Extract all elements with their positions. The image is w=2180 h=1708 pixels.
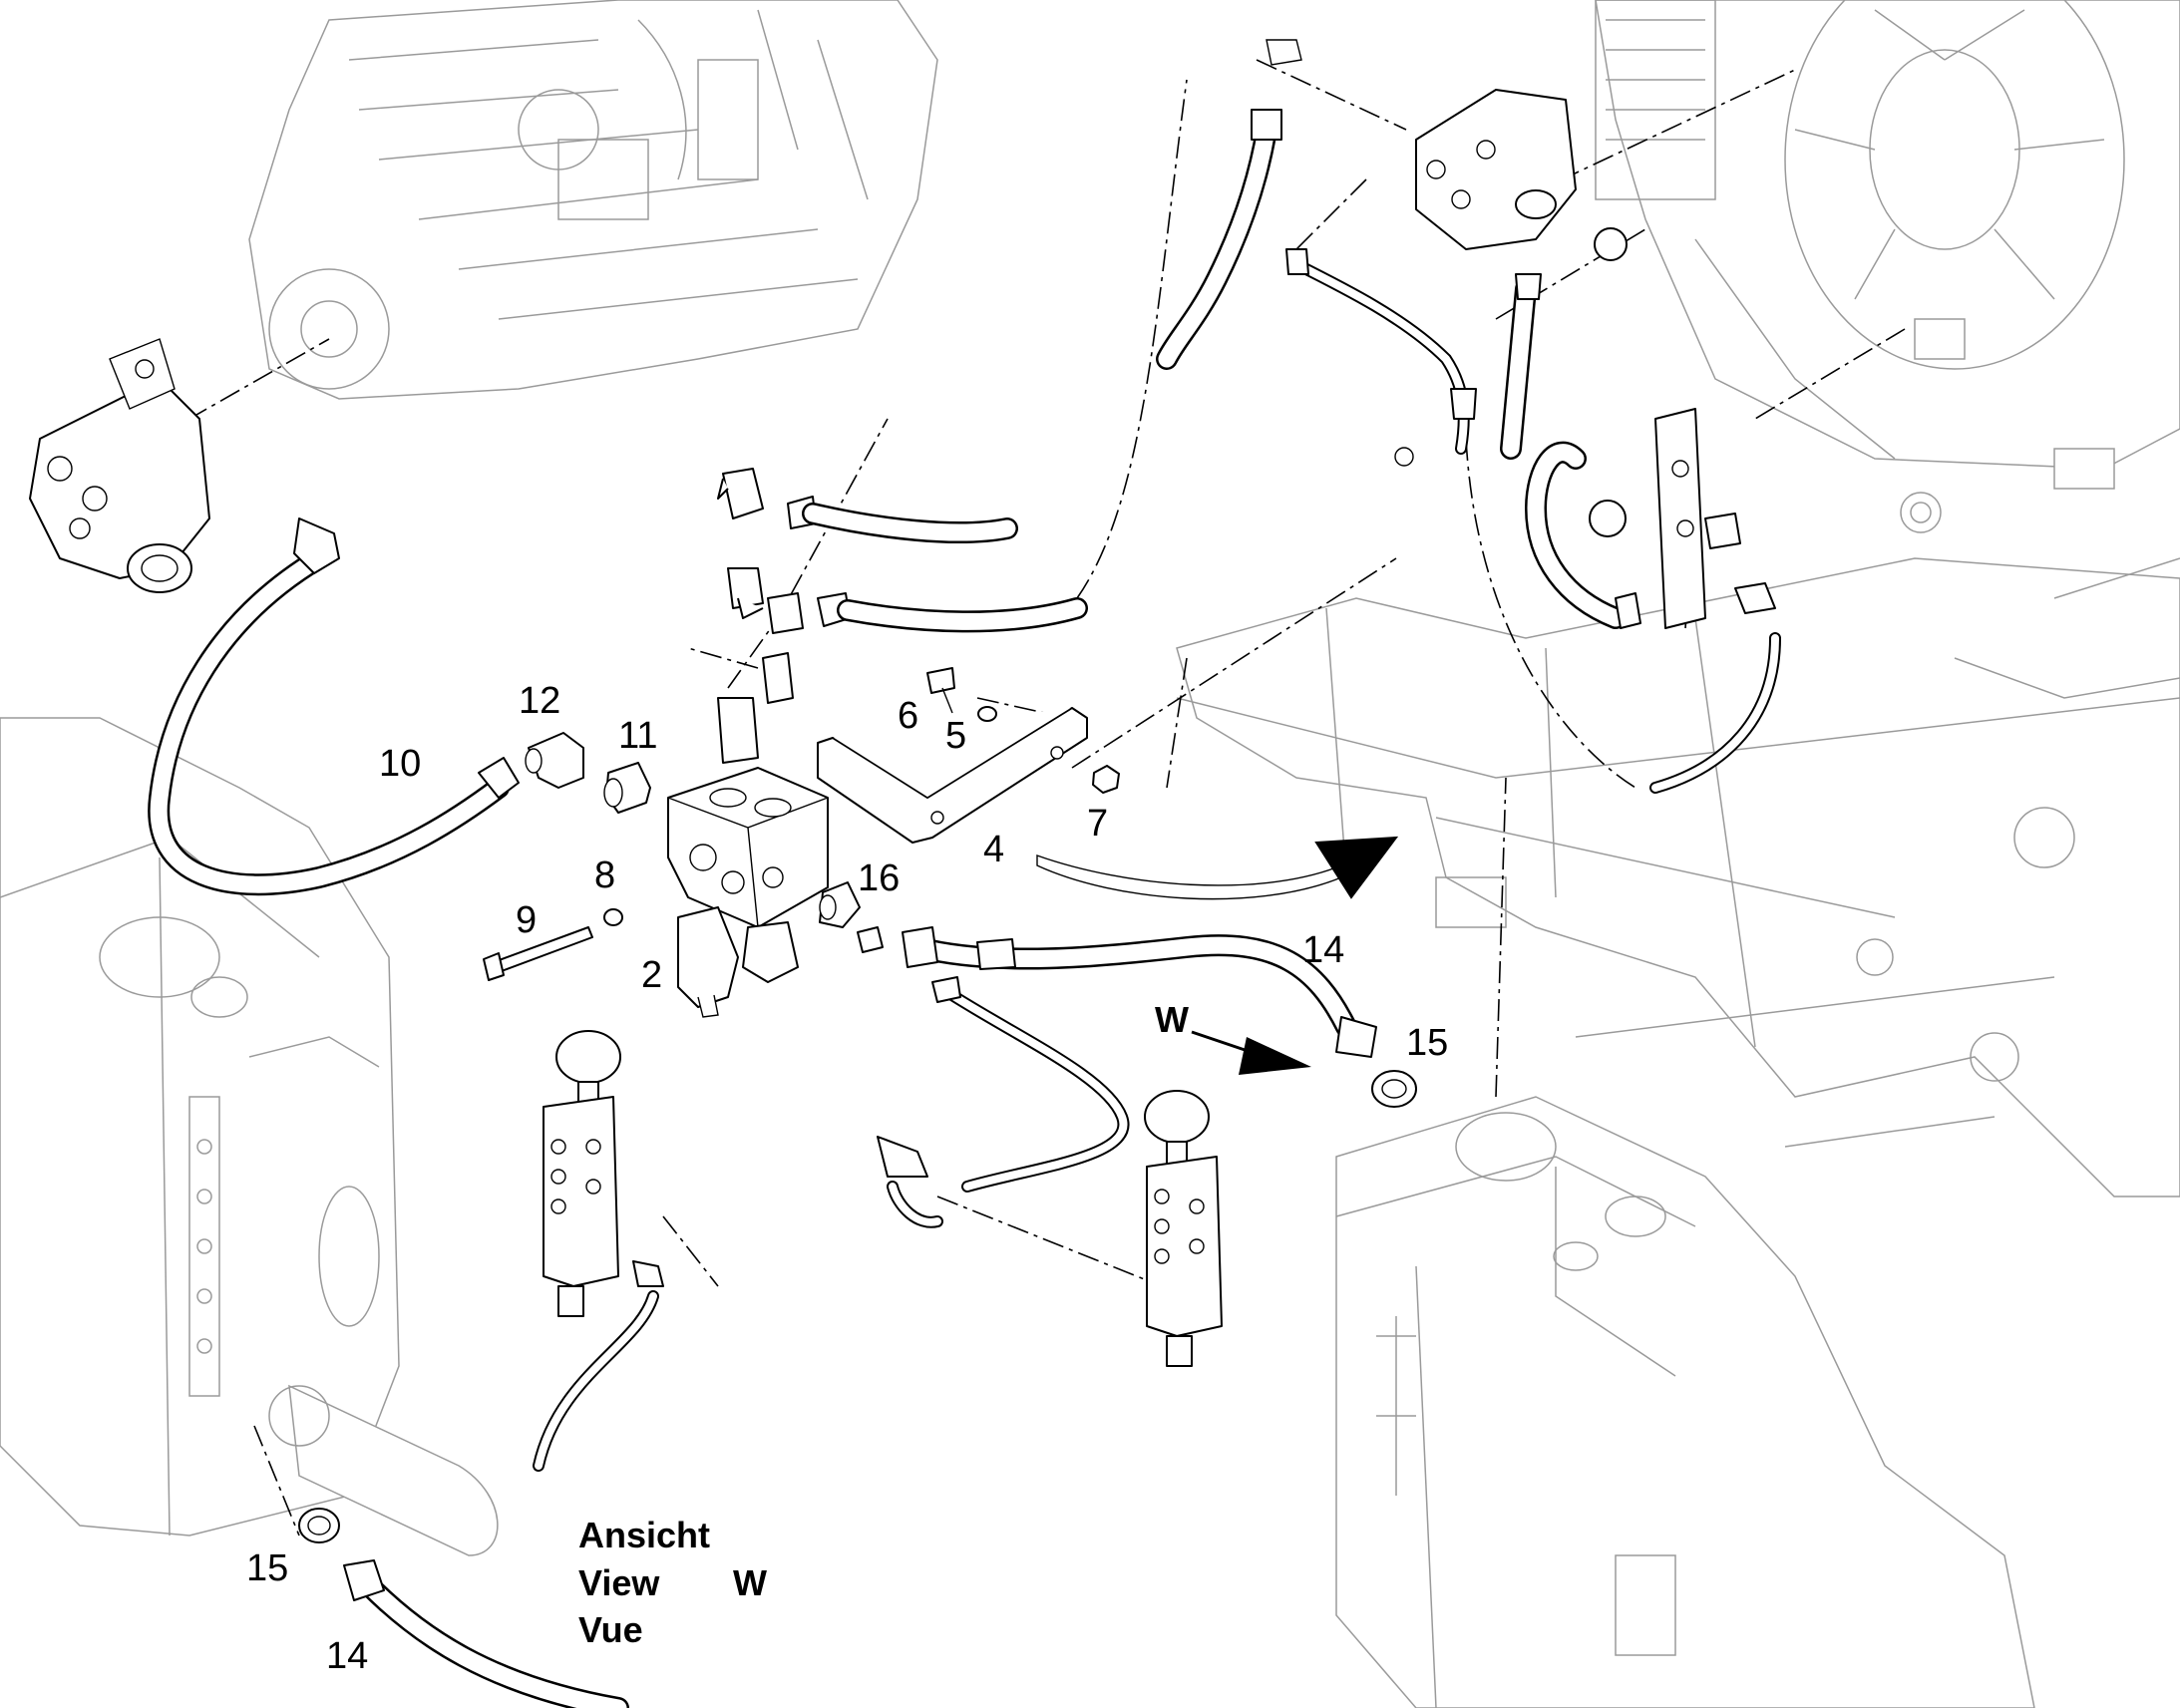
upper-fittings	[717, 468, 851, 764]
bolt-9	[483, 926, 593, 981]
hose-10	[148, 517, 520, 896]
callout-4: 4	[983, 829, 1004, 870]
view-legend: Ansicht View Vue W	[578, 1515, 767, 1650]
hose-14-lower	[343, 1559, 629, 1708]
cooler-fan-assembly	[1595, 0, 2180, 533]
elbow-fitting-12	[525, 732, 584, 789]
bolt-6	[926, 667, 955, 714]
nut-7	[1092, 765, 1120, 794]
callout-8: 8	[594, 854, 615, 896]
view-legend-line-de: Ansicht	[578, 1515, 710, 1555]
auxiliary-tank	[1335, 1096, 2035, 1708]
washer-5	[977, 706, 997, 722]
distribution-valve	[1525, 408, 1781, 794]
flow-arrow	[1036, 836, 1399, 900]
chassis-frame	[1176, 557, 2180, 1197]
gear-pump-left	[29, 338, 210, 593]
washer-8	[603, 908, 623, 926]
hydraulic-tank	[0, 717, 499, 1556]
adapter-15-right	[1371, 1070, 1417, 1108]
hose-14-upper	[902, 926, 1377, 1058]
adapter-15-left	[298, 1508, 340, 1543]
engine-assembly	[248, 0, 938, 400]
callout-15-right: 15	[1406, 1022, 1448, 1064]
adapter-fitting-11	[603, 762, 651, 814]
callout-10: 10	[379, 743, 421, 785]
upper-hoses	[802, 109, 1542, 633]
valve-block	[667, 767, 829, 1018]
bracket-4	[817, 707, 1088, 844]
callout-14-right: 14	[1302, 929, 1344, 971]
gear-pump-right	[1266, 39, 1628, 537]
callout-labels: 2 4 5 6 7 8 9 10 11 12 14 14 15 15 16	[246, 680, 1448, 1677]
callout-15-left: 15	[246, 1547, 288, 1589]
view-legend-line-fr: Vue	[578, 1609, 643, 1650]
callout-6: 6	[898, 695, 918, 737]
callout-5: 5	[945, 715, 966, 757]
accumulator-block-right	[1144, 1090, 1223, 1367]
callout-12: 12	[519, 680, 560, 722]
callout-2: 2	[641, 954, 662, 996]
callout-9: 9	[516, 899, 537, 941]
callout-7: 7	[1087, 803, 1108, 845]
view-w-arrow-label: W	[1155, 999, 1189, 1040]
view-legend-line-en: View	[578, 1562, 660, 1603]
callout-16: 16	[858, 857, 900, 899]
callout-14-left: 14	[326, 1635, 368, 1677]
adapter-16	[819, 881, 861, 928]
accumulator-block-left	[533, 1030, 664, 1472]
view-legend-letter: W	[733, 1562, 767, 1603]
callout-11: 11	[618, 715, 657, 757]
view-w-arrow	[1191, 1030, 1311, 1075]
accumulator-line	[857, 926, 1130, 1228]
